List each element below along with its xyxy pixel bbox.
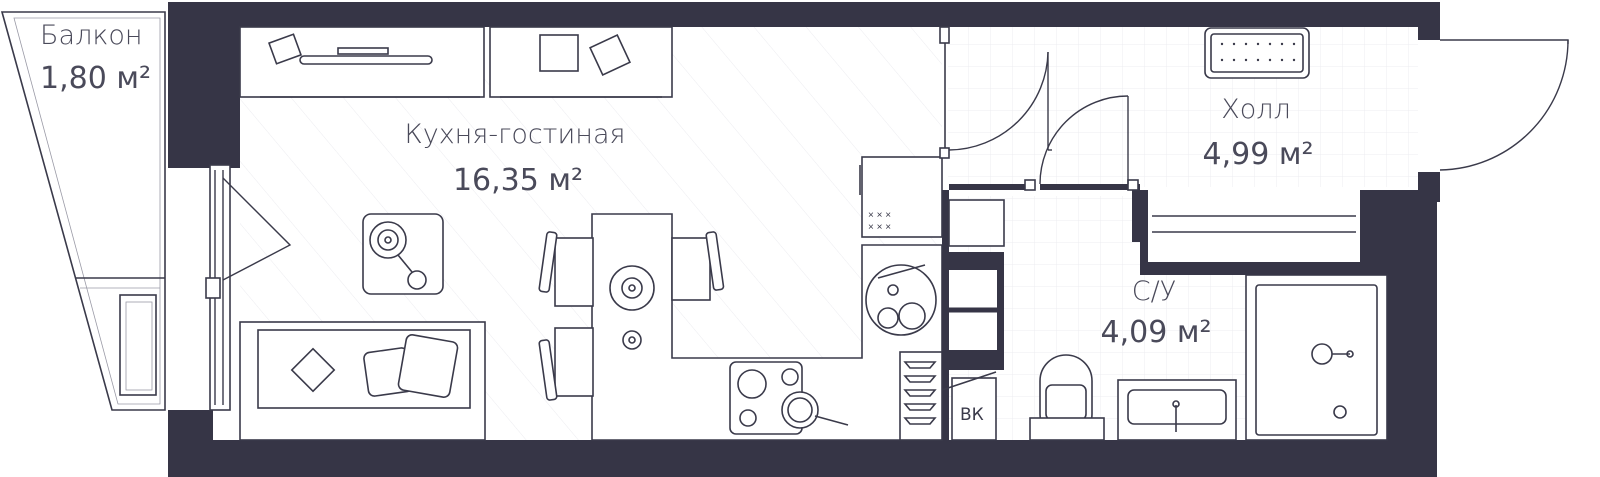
walls [168, 2, 1440, 477]
chair-icon [538, 231, 725, 401]
riser-label: ВК [960, 405, 984, 425]
shower-icon [1245, 274, 1388, 441]
kitchen-living-label: Кухня-гостиная 16,35 м² [405, 119, 626, 198]
hall-area: 4,99 м² [1203, 137, 1314, 172]
hall-name: Холл [1221, 94, 1291, 125]
hall-label: Холл 4,99 м² [1203, 94, 1314, 172]
partitions [939, 26, 1139, 191]
armchair-icon [362, 213, 444, 295]
riser: ВК [941, 371, 997, 441]
bathroom-label: С/У 4,09 м² [1101, 276, 1212, 350]
balcony-area: 1,80 м² [40, 61, 151, 96]
sink-icon [865, 264, 937, 336]
svg-text:× × ×: × × × [868, 210, 891, 221]
bath-sink-icon [1117, 379, 1237, 441]
bathroom-area: 4,09 м² [1101, 315, 1212, 350]
shelf-drawers [899, 351, 943, 441]
shelf-icon [239, 26, 673, 98]
svg-text:× × ×: × × × [868, 222, 891, 233]
balcony: Балкон 1,80 м² [0, 11, 166, 411]
kitchen-living-area: 16,35 м² [453, 163, 583, 198]
washing-machine-icon [942, 199, 1005, 370]
balcony-name: Балкон [40, 20, 143, 51]
radiator-icon [1140, 190, 1387, 275]
stove-icon [729, 361, 849, 435]
sofa-icon [239, 321, 486, 441]
doormat-icon [1204, 27, 1310, 79]
kitchen-living-name: Кухня-гостиная [405, 119, 626, 150]
door-swing-icon [948, 39, 1569, 185]
balcony-door [205, 164, 292, 411]
toilet-icon [1029, 354, 1105, 441]
bathroom-name: С/У [1132, 276, 1176, 307]
fridge-icon: × × × × × × [859, 156, 943, 238]
